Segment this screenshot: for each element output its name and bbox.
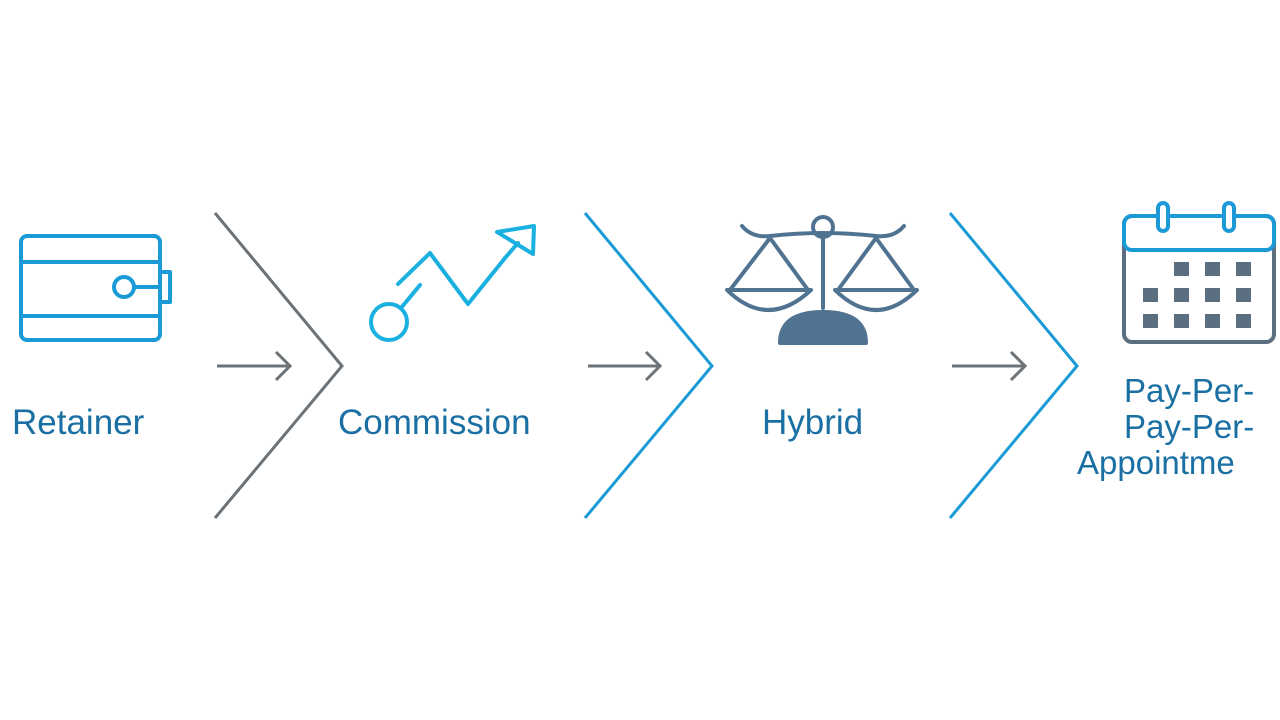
wallet-icon — [19, 234, 172, 342]
step-label-pay-per-appointment: Pay-Per- Pay-Per- Appointme — [1077, 373, 1280, 481]
chevron-divider-2 — [583, 212, 714, 519]
calendar-icon — [1122, 201, 1276, 344]
chevron-divider-1 — [213, 212, 344, 519]
step-label-commission: Commission — [338, 403, 531, 442]
chevron-divider-3 — [948, 212, 1079, 519]
step-label-retainer: Retainer — [12, 403, 145, 442]
trend-arrow-icon — [369, 224, 536, 342]
scale-icon — [725, 215, 919, 345]
step-label-line: Pay-Per- — [1124, 372, 1255, 409]
step-label-line: Pay-Per- — [1124, 408, 1255, 445]
step-label-hybrid: Hybrid — [762, 403, 864, 442]
step-label-line: Appointme — [1077, 444, 1235, 481]
